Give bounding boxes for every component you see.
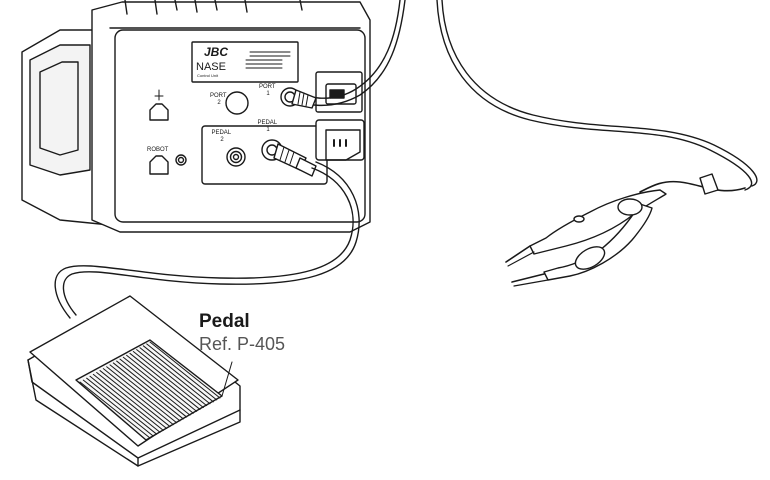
pedal-ridge (96, 371, 168, 429)
pedal-ridge (129, 352, 201, 410)
pedal-ridge (106, 366, 178, 424)
pedal-ridge (119, 358, 191, 416)
model-name: NASE (196, 61, 226, 73)
pedal-ridge (122, 356, 194, 414)
pedal-ridge (92, 373, 164, 431)
pedal-ridge (99, 370, 171, 428)
pedal2-label: PEDAL 2 (211, 130, 232, 143)
pedal-ridge (82, 379, 154, 437)
pedal-ridge (149, 341, 221, 399)
pedal-ridge (136, 349, 208, 407)
pedal-callout: Pedal Ref. P-405 (199, 311, 285, 354)
port1-connector (280, 87, 317, 109)
pedal-ridge (139, 347, 211, 405)
pedal1-connector (261, 139, 317, 177)
pedal-title: Pedal (199, 311, 250, 332)
model-subtitle: Control Unit (197, 73, 219, 78)
station-labels: JBC NASE Control Unit PORT 2 PORT 1 PEDA… (147, 45, 278, 153)
foot-pedal (27, 295, 241, 467)
pedal-ref: Ref. P-405 (199, 334, 285, 354)
pedal-ridge (79, 381, 151, 439)
port2-label: PORT 2 (210, 93, 228, 106)
robot-label: ROBOT (147, 147, 169, 153)
control-station (21, 0, 371, 233)
brand-logo: JBC (204, 45, 228, 59)
pedal1-label: PEDAL 1 (257, 120, 278, 133)
port1-label: PORT 1 (259, 84, 277, 97)
pedal-ridge (109, 364, 181, 422)
pedal-ridge (142, 345, 214, 403)
pedal-ridge (102, 368, 174, 426)
pedal-ridge (86, 377, 158, 435)
tweezers-tool (505, 173, 746, 287)
pedal-ridge (112, 362, 184, 420)
pedal-ridge (126, 354, 198, 412)
pedal-cable (54, 161, 360, 319)
pedal-ridge (146, 343, 218, 401)
pedal-ridge (116, 360, 188, 418)
pedal-ridge (132, 351, 204, 409)
pedal-ridge (89, 375, 161, 433)
